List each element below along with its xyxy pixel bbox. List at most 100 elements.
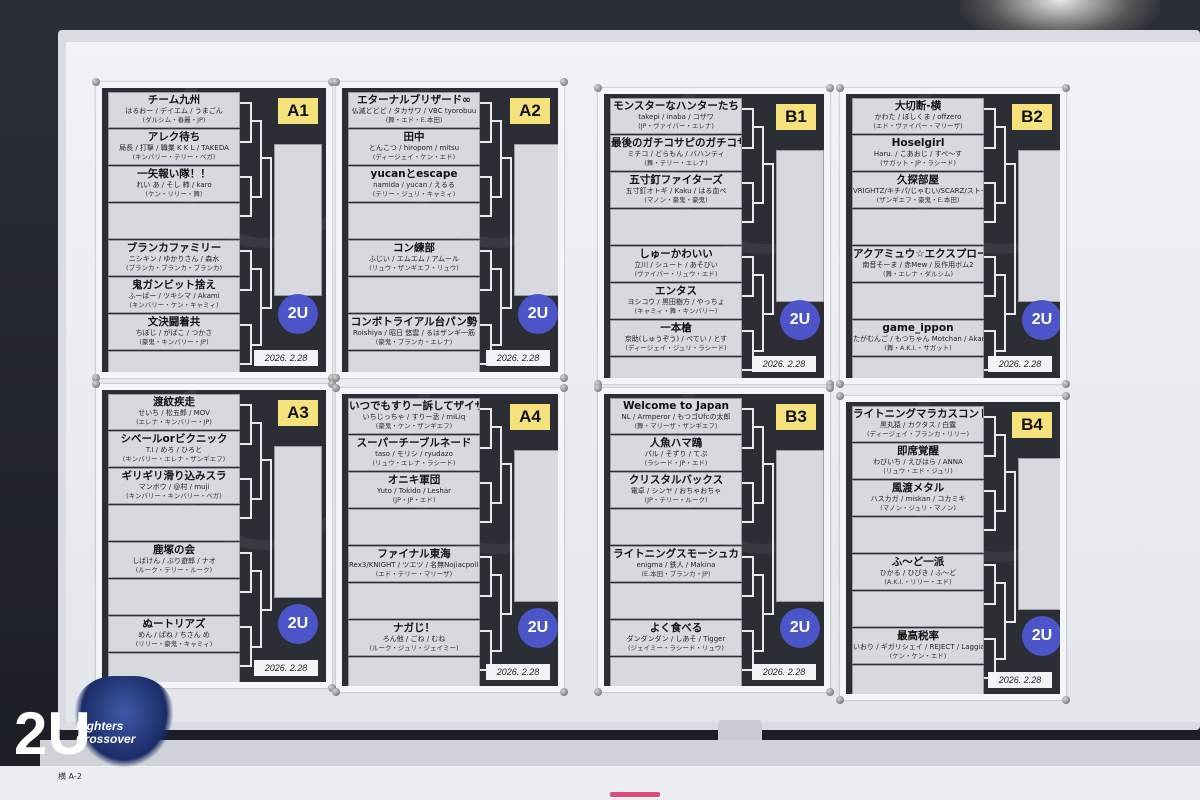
logo-2u-badge: 2U <box>1022 300 1060 340</box>
team-list: いつでもすりー訴してザイザーして語り隊いちじっちゃ / すりー丞 / miLiq… <box>348 398 480 686</box>
team-members: 仏滅どどど / タカサワ / VBC tyorobuu <box>351 107 477 115</box>
magnet <box>560 78 568 86</box>
team-slot <box>108 579 240 615</box>
team-characters: (エド・ヴァイパー・マリーザ) <box>873 122 963 130</box>
team-slot <box>610 357 742 378</box>
bracket-sheet-b4: B4ライトニングマラカスコンドル黒丸猿 / カクタス / 白露(ディージェイ・ブ… <box>836 392 1070 704</box>
team-members: ニシキン / ゆかりさん / 森水 <box>128 255 220 263</box>
team-name: いつでもすりー訴してザイザーして語り隊 <box>349 400 479 412</box>
sheet-logo: 2U <box>510 286 558 344</box>
magnet <box>826 688 834 696</box>
magnet <box>560 384 568 392</box>
magnet <box>594 688 602 696</box>
sheet-date: 2026. 2.28 <box>752 664 816 680</box>
team-name: しゅーかわいい <box>639 248 713 260</box>
team-slot: 一本槍京助(しゅうぞう) / ぺてい / とす(ディージェイ・ジュリ・ラシード) <box>610 320 742 356</box>
team-characters: (ケン・ケン・エド) <box>889 652 947 660</box>
team-members: Rex3/KNIGHT / ツエツ / 名無Nojiacpollnlin <box>349 561 479 569</box>
sheet-logo: 2U <box>270 286 326 344</box>
winner-slot <box>1018 458 1060 610</box>
logo-2u-badge: 2U <box>780 300 820 340</box>
team-members: ふじい / エムエム / アムール <box>368 255 460 263</box>
team-characters: (リュウ・エレナ・ラシード) <box>372 459 456 467</box>
team-characters: (リュウ・ザンギエフ・リュウ) <box>369 264 459 272</box>
team-name: 即席覚醒 <box>897 445 939 457</box>
team-slot <box>108 203 240 239</box>
team-members: 黒丸猿 / カクタス / 白露 <box>879 421 957 429</box>
team-slot: コン練部ふじい / エムエム / アムール(リュウ・ザンギエフ・リュウ) <box>348 240 480 276</box>
magnet <box>594 384 602 392</box>
team-characters: (キンバリー・テリー・ベガ) <box>132 153 216 161</box>
team-slot: 人魚ハマ鴎パル / そずり / てぷ(ラシード・JP・エド) <box>610 435 742 471</box>
team-characters: (キンバリー・ケン・キャミィ) <box>129 301 219 309</box>
team-members: 局長 / 打撃 / 職業 K K L / TAKEDA <box>119 144 229 152</box>
team-members: とんこつ / hiropom / mitsu <box>368 144 460 152</box>
winner-slot <box>274 144 322 296</box>
team-characters: (ザンギエフ・豪鬼・E.本田) <box>876 196 960 204</box>
logo-2u-badge: 2U <box>278 294 318 334</box>
team-members: 京助(しゅうぞう) / ぺてい / とす <box>624 335 728 343</box>
team-characters: (豪鬼・キンバリー・JP) <box>139 338 209 346</box>
team-members: 立川 / シュート / あそびい <box>634 261 718 269</box>
sheet-logo: 2U <box>1014 608 1060 666</box>
team-slot <box>610 583 742 619</box>
team-characters: (ケン・リリー・舞) <box>145 190 203 198</box>
magnet <box>332 78 340 86</box>
magnet <box>594 84 602 92</box>
team-name: クリスタルバックス <box>628 474 724 486</box>
team-name: 最後のガチコサピのガチコサピのガチコサピ <box>611 137 741 149</box>
team-name: 田中 <box>403 131 425 143</box>
magnet <box>1062 84 1070 92</box>
team-slot: ぬートリアズめん / ぱね / ちさん め(リリー・豪鬼・キャミィ) <box>108 616 240 652</box>
sheet-logo: 2U <box>772 292 824 350</box>
team-members: takepi / inaba / コザワ <box>638 113 714 121</box>
team-slot: 鹿塚の会しばけん / ぶり遊郎 / ナオ(ルーク・テリー・ルーク) <box>108 542 240 578</box>
team-members: めん / ぱね / ちさん め <box>138 631 210 639</box>
team-members: ふーばー / ツキシマ / Akami <box>128 292 220 300</box>
team-list: 大切断-横かわた / ぼしくま / offzero(エド・ヴァイパー・マリーザ)… <box>852 98 984 378</box>
bracket-lines <box>984 108 1016 371</box>
bracket-lines <box>240 404 272 667</box>
magnet <box>1062 380 1070 388</box>
magnet <box>560 374 568 382</box>
team-name: シベールorビクニック <box>120 433 228 445</box>
magnet <box>92 374 100 382</box>
magnet <box>1062 696 1070 704</box>
team-name: ぬートリアズ <box>142 618 206 630</box>
group-label: B4 <box>1012 412 1052 438</box>
team-slot: 久探部屋VRIGHTZ/キチパ/じゃむい/SCARZ/ストーム本(ザンギエフ・豪… <box>852 172 984 208</box>
team-characters: (エド・テリー・マリーザ) <box>375 570 453 578</box>
team-name: ふ〜ど一派 <box>891 556 945 568</box>
magnet <box>560 688 568 696</box>
logo-text: Fighters Crossover <box>76 719 136 746</box>
team-slot <box>852 209 984 245</box>
team-name: ファイナル東海 <box>377 548 451 560</box>
team-slot: エンタスヨシコウ / 黒田樹方 / やっちょ(キャミィ・舞・キンバリー) <box>610 283 742 319</box>
team-characters: (リュウ・エド・ジュリ) <box>883 467 953 475</box>
team-characters: (豪鬼・ブランカ・エレナ) <box>375 338 453 346</box>
team-slot: 渡紋疾走せいち / 松五郎 / MOV(エレナ・キンバリー・JP) <box>108 394 240 430</box>
bracket-lines <box>480 102 512 365</box>
team-name: Hoselgirl <box>891 137 945 149</box>
team-members: せいち / 松五郎 / MOV <box>138 409 210 417</box>
team-slot: ふ〜ど一派ひかる / ひびき / ふ〜ど(A.K.I.・リリー・エド) <box>852 554 984 590</box>
sheet-date: 2026. 2.28 <box>254 660 318 676</box>
team-name: ライトニングスモーシュカ <box>613 548 739 560</box>
team-characters: (ラシード・JP・エド) <box>644 459 708 467</box>
team-characters: (舞・マリーザ・ザンギエフ) <box>634 422 718 430</box>
team-characters: (リリー・豪鬼・キャミィ) <box>135 640 213 648</box>
magnet <box>836 696 844 704</box>
team-slot <box>852 591 984 627</box>
team-members: taso / モリシ / ryudazo <box>375 450 453 458</box>
team-name: モンスターなハンターたち <box>613 100 739 112</box>
group-label: A4 <box>510 404 550 430</box>
team-slot: 最高税率いおり / ギガリシェイ / REJECT / Laggia(ケン・ケン… <box>852 628 984 664</box>
team-characters: (舞・A.K.I.・サガット) <box>884 344 952 352</box>
team-members: ダンダンダン / しあそ / Tigger <box>626 635 726 643</box>
